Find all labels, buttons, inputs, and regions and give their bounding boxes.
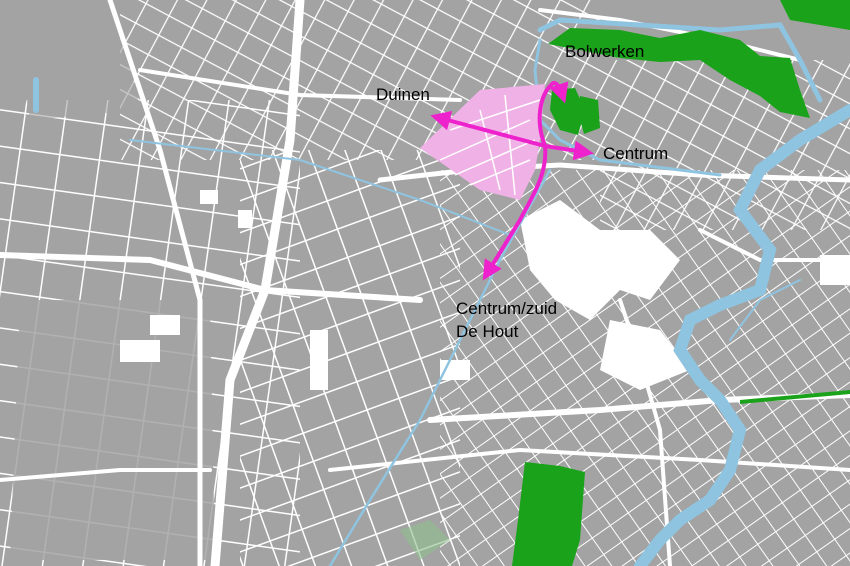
highlight-streets xyxy=(439,94,541,196)
highlight-area-duinen xyxy=(420,84,545,200)
open-lot-5 xyxy=(200,190,218,204)
inner-city-open-area xyxy=(520,200,680,320)
open-lot-4 xyxy=(820,255,850,285)
open-lot-2 xyxy=(150,315,180,335)
route-to-duinen xyxy=(430,110,547,148)
park-de-hout xyxy=(512,462,585,566)
inner-city-open-area-east xyxy=(600,320,690,390)
park-east-line xyxy=(740,390,850,404)
canal-east-arm xyxy=(729,279,801,341)
river-spaarne xyxy=(634,104,850,566)
field-area-northwest xyxy=(10,10,140,120)
canal-bolwerk xyxy=(533,38,722,177)
park-northeast xyxy=(780,0,850,30)
route-to-centrum-zuid xyxy=(482,144,548,281)
field-area-west xyxy=(10,300,215,560)
canal-north xyxy=(537,17,823,103)
street-grid-northeast xyxy=(600,60,850,230)
label-de-hout: De Hout xyxy=(456,322,519,341)
canal-diagonal xyxy=(328,168,552,566)
park-bolwerken xyxy=(548,28,810,118)
street-grid-central xyxy=(240,150,460,566)
label-centrum-zuid: Centrum/zuid xyxy=(456,299,558,318)
park-station-2 xyxy=(578,96,600,134)
waterways xyxy=(33,17,850,566)
label-centrum: Centrum xyxy=(603,144,669,163)
open-lot-3 xyxy=(120,340,160,362)
open-lot-1 xyxy=(310,330,328,390)
route-to-bolwerken xyxy=(537,81,569,148)
canal-west xyxy=(129,139,511,236)
route-lines xyxy=(430,81,594,281)
label-duinen: Duinen xyxy=(376,85,430,104)
open-lot-6 xyxy=(238,210,252,228)
label-bolwerken: Bolwerken xyxy=(565,42,645,61)
park-southwest-green xyxy=(400,520,450,560)
route-to-centrum xyxy=(543,140,594,161)
